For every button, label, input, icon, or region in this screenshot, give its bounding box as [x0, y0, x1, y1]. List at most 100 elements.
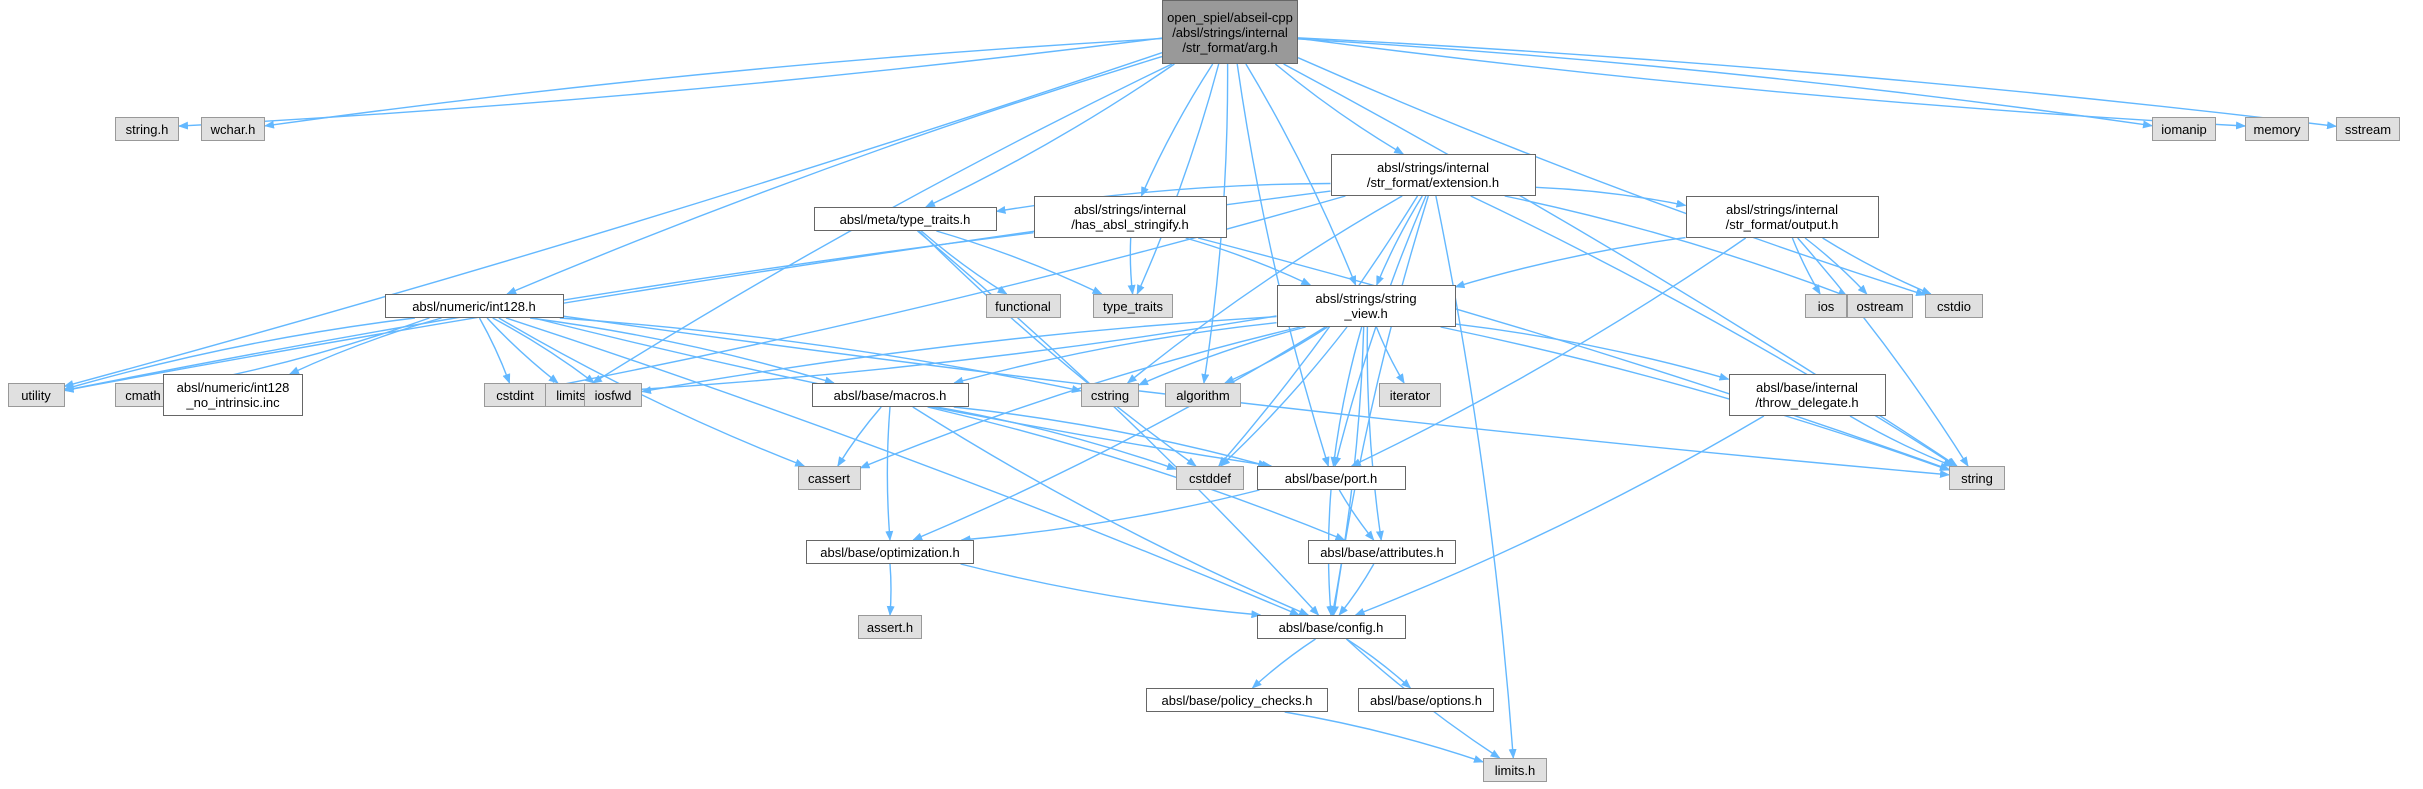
node-label-line: functional: [995, 298, 1051, 314]
node-cstring[interactable]: cstring: [1081, 383, 1139, 407]
node-label-line: absl/base/policy_checks.h: [1161, 692, 1313, 708]
node-cmath[interactable]: cmath: [114, 383, 172, 407]
node-algorithm[interactable]: algorithm: [1165, 383, 1241, 407]
node-label-line: string: [1961, 470, 1993, 486]
node-label-line: absl/base/port.h: [1284, 470, 1378, 486]
node-int128-h[interactable]: absl/numeric/int128.h: [384, 294, 564, 318]
node-memory[interactable]: memory: [2245, 117, 2309, 141]
edge-extension_h-to-port_h: [1333, 195, 1427, 467]
edge-extension_h-to-ostream: [1504, 195, 1848, 297]
edge-string_view_h-to-port_h: [1330, 326, 1363, 467]
edge-root-to-extension_h: [1274, 63, 1405, 155]
edge-int128_h-to-config_h: [505, 317, 1300, 616]
edge-optimization_h-to-assert_h: [886, 563, 895, 616]
node-output-h[interactable]: absl/strings/internal/str_format/output.…: [1685, 196, 1879, 238]
edge-port_h-to-optimization_h: [960, 489, 1260, 544]
edge-extension_h-to-string_view_h: [1376, 195, 1423, 286]
edge-throw_delegate_h-to-config_h: [1354, 415, 1765, 616]
edge-root-to-int128_h: [506, 55, 1163, 295]
edge-type_traits_h-to-type_traits: [936, 230, 1103, 295]
node-label-line: _view.h: [1344, 306, 1388, 321]
edge-string_view_h-to-iosfwd: [641, 315, 1277, 394]
edge-extension_h-to-limits_h: [1435, 195, 1517, 759]
node-label-line: /absl/strings/internal: [1172, 24, 1288, 40]
node-label-line: sstream: [2344, 121, 2392, 137]
node-string[interactable]: string: [1949, 466, 2005, 490]
node-utility[interactable]: utility: [7, 383, 65, 407]
node-sstream[interactable]: sstream: [2336, 117, 2400, 141]
node-optimization-h[interactable]: absl/base/optimization.h: [806, 540, 974, 564]
node-throw-delegate-h[interactable]: absl/base/internal/throw_delegate.h: [1728, 374, 1886, 416]
node-options-h[interactable]: absl/base/options.h: [1358, 688, 1494, 712]
node-label-line: /str_format/arg.h: [1182, 39, 1278, 55]
node-type-traits[interactable]: type_traits: [1093, 294, 1173, 318]
edge-string_view_h-to-string: [1440, 326, 1950, 471]
node-iosfwd[interactable]: iosfwd: [584, 383, 642, 407]
node-cstdio[interactable]: cstdio: [1925, 294, 1983, 318]
edge-int128_h-to-cassert: [498, 317, 806, 467]
node-string-view-h[interactable]: absl/strings/string_view.h: [1276, 285, 1456, 327]
edge-config_h-to-policy_checks_h: [1251, 638, 1316, 689]
node-policy-checks-h[interactable]: absl/base/policy_checks.h: [1146, 688, 1328, 712]
edge-port_h-to-attributes_h: [1338, 489, 1375, 541]
node-cstdint[interactable]: cstdint: [484, 383, 546, 407]
edge-string_view_h-to-iterator: [1375, 326, 1405, 384]
edge-root-to-cstdio: [1297, 57, 1926, 297]
edge-macros_h-to-optimization_h: [885, 406, 894, 541]
node-macros-h[interactable]: absl/base/macros.h: [811, 383, 969, 407]
edge-root-to-iomanip: [1297, 38, 2153, 129]
node-label-line: absl/strings/internal: [1074, 202, 1186, 217]
node-has-absl-stringify-h[interactable]: absl/strings/internal/has_absl_stringify…: [1033, 196, 1227, 238]
edge-has_stringify_h-to-type_traits: [1127, 237, 1136, 295]
node-label-line: ostream: [1856, 298, 1904, 314]
edge-output_h-to-ostream: [1804, 237, 1868, 295]
edge-output_h-to-port_h: [1350, 237, 1747, 467]
node-limits-h[interactable]: limits.h: [1483, 758, 1547, 782]
node-iomanip[interactable]: iomanip: [2152, 117, 2216, 141]
edge-int128_h-to-iosfwd: [492, 317, 596, 384]
node-iterator[interactable]: iterator: [1379, 383, 1441, 407]
edge-type_traits_h-to-config_h: [917, 230, 1320, 616]
node-wchar-h[interactable]: wchar.h: [201, 117, 265, 141]
edge-attributes_h-to-config_h: [1338, 563, 1375, 616]
node-label-line: absl/base/optimization.h: [820, 544, 960, 560]
edge-extension_h-to-cstddef: [1218, 195, 1419, 467]
edge-root-to-utility: [63, 52, 1163, 388]
node-extension-h[interactable]: absl/strings/internal/str_format/extensi…: [1330, 154, 1536, 196]
edge-config_h-to-options_h: [1346, 638, 1412, 689]
node-label-line: cassert: [808, 470, 850, 486]
node-ostream[interactable]: ostream: [1847, 294, 1913, 318]
node-label-line: absl/strings/internal: [1726, 202, 1838, 217]
node-cstddef[interactable]: cstddef: [1176, 466, 1244, 490]
node-string-h[interactable]: string.h: [115, 117, 179, 141]
edge-string_view_h-to-limits: [596, 315, 1277, 396]
node-functional[interactable]: functional: [985, 294, 1061, 318]
node-assert-h[interactable]: assert.h: [858, 615, 922, 639]
node-config-h[interactable]: absl/base/config.h: [1256, 615, 1406, 639]
node-label-line: absl/numeric/int128: [176, 380, 290, 395]
node-label-line: absl/base/macros.h: [833, 387, 947, 403]
node-ios[interactable]: ios: [1805, 294, 1847, 318]
edge-output_h-to-cstdio: [1822, 237, 1932, 295]
node-meta-type-traits-h[interactable]: absl/meta/type_traits.h: [813, 207, 997, 231]
node-cassert[interactable]: cassert: [797, 466, 861, 490]
node-label-line: ios: [1817, 298, 1835, 314]
edge-root-to-port_h: [1236, 63, 1330, 467]
node-label-line: limits.h: [1494, 762, 1536, 778]
edge-root-to-type_traits: [1136, 63, 1220, 295]
edge-output_h-to-string: [1797, 237, 1969, 467]
edge-policy_checks_h-to-limits_h: [1284, 711, 1484, 763]
node-label-line: absl/strings/string: [1315, 291, 1417, 306]
edge-output_h-to-string_view_h: [1454, 236, 1686, 289]
node-port-h[interactable]: absl/base/port.h: [1256, 466, 1406, 490]
edge-root-to-string_h: [178, 37, 1163, 130]
node-attributes-h[interactable]: absl/base/attributes.h: [1308, 540, 1456, 564]
edge-has_stringify_h-to-string_view_h: [1185, 237, 1312, 286]
edge-root-to-string_view_h: [1245, 63, 1357, 286]
node-root-arg-h[interactable]: open_spiel/abseil-cpp/absl/strings/inter…: [1162, 0, 1298, 64]
edge-output_h-to-ios: [1791, 237, 1821, 295]
edge-int128_h-to-macros_h: [530, 317, 835, 385]
edge-extension_h-to-string: [1470, 195, 1957, 467]
edge-root-to-memory: [1297, 37, 2246, 130]
node-int128-no-intrinsic-inc[interactable]: absl/numeric/int128_no_intrinsic.inc: [163, 374, 303, 416]
